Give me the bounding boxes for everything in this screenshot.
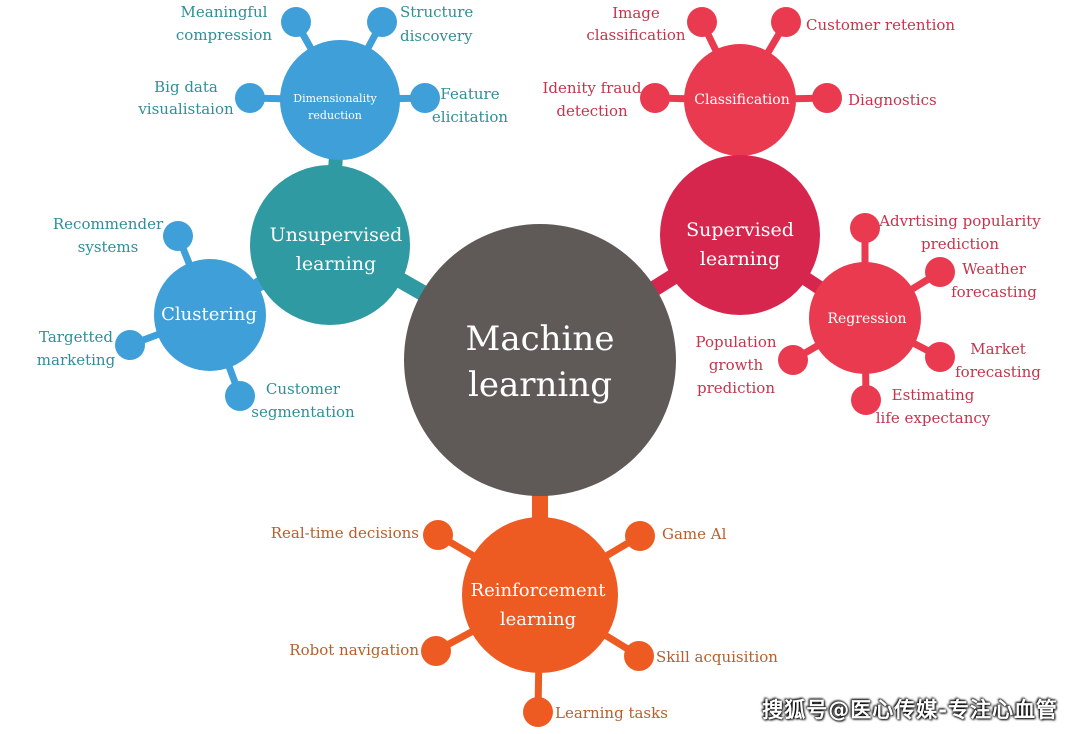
leaf-gameai: Game Al [662,525,727,543]
leaf-realtime: Real-time decisions [271,524,419,542]
leaf-dot-advertising [850,213,880,243]
supervised-label-line2: learning [700,248,780,270]
leaf-skill: Skill acquisition [656,648,778,666]
leaf-dot-customer-retention [771,7,801,37]
unsupervised-node [250,165,410,325]
leaf-dot-recommender [163,221,193,251]
dimensionality-node [280,40,400,160]
unsupervised-label-line2: learning [296,253,376,275]
center-node [404,224,676,496]
leaf-population-line3: prediction [697,379,775,397]
leaf-dot-structure-discovery [367,7,397,37]
leaf-life-line1: Estimating [892,386,975,404]
supervised-node [660,155,820,315]
dimensionality-leaf-labels: Meaningful compression Structure discove… [137,3,508,126]
leaf-recommender-line2: systems [78,238,139,256]
leaf-weather-line1: Weather [962,260,1027,278]
leaf-dot-weather [925,257,955,287]
leaf-recommender-line1: Recommender [53,215,164,233]
regression-label: Regression [827,311,906,327]
regression-leaf-labels: Advrtising popularity prediction Weather… [695,212,1041,427]
leaf-meaningful-line2: compression [176,26,273,44]
dimensionality-label-line1: Dimensionality [293,92,377,105]
clustering-label: Clustering [161,304,257,325]
leaf-feature-line1: Feature [440,85,499,103]
leaf-market-line2: forecasting [955,363,1041,381]
leaf-dot-realtime [423,520,453,550]
leaf-fraud-line1: Idenity fraud [542,79,641,97]
reinforcement-node [462,517,618,673]
leaf-robot: Robot navigation [289,641,419,659]
leaf-advertising-line1: Advrtising popularity [878,212,1041,230]
leaf-feature-line2: elicitation [432,108,508,126]
supervised-label-line1: Supervised [686,219,794,241]
center-label-line2: learning [468,365,612,405]
leaf-image-line2: classification [586,26,686,44]
clustering-node [154,259,266,371]
leaf-weather-line2: forecasting [951,283,1037,301]
leaf-dot-population [778,345,808,375]
leaf-dot-robot [421,636,451,666]
leaf-life-line2: life expectancy [876,409,991,427]
reinforcement-leaf-labels: Real-time decisions Game Al Robot naviga… [271,524,779,722]
leaf-dot-big-data [235,83,265,113]
leaf-dot-diagnostics [812,83,842,113]
leaf-dot-targetted [115,330,145,360]
leaf-tasks: Learning tasks [555,704,668,722]
dimensionality-label-line2: reduction [308,109,362,122]
leaf-fraud-line2: detection [556,102,628,120]
leaf-dot-tasks [523,697,553,727]
leaf-dot-customer-segmentation [225,381,255,411]
leaf-population-line1: Population [695,333,776,351]
leaf-structure-line2: discovery [400,27,473,45]
reinforcement-label-line1: Reinforcement [471,580,607,601]
regression-leaf-dots [778,213,955,415]
leaf-bigdata-line2: visualistaion [137,100,234,118]
reinforcement-label-line2: learning [500,609,576,630]
leaf-customer-line1: Customer [266,380,341,398]
leaf-population-line2: growth [709,356,764,374]
leaf-diagnostics: Diagnostics [848,91,937,109]
leaf-dot-skill [624,641,654,671]
clustering-leaf-dots [115,221,255,411]
classification-node [684,44,796,156]
dimensionality-leaf-dots [235,7,440,113]
reinforcement-leaf-dots [421,520,655,727]
center-label-line1: Machine [466,319,615,359]
unsupervised-label-line1: Unsupervised [270,224,403,246]
leaf-dot-meaningful-compression [281,7,311,37]
leaf-targetted-line1: Targetted [39,328,113,346]
leaf-dot-feature-elicitation [410,83,440,113]
regression-node [809,262,921,374]
leaf-market-line1: Market [970,340,1025,358]
leaf-bigdata-line1: Big data [154,78,218,96]
leaf-advertising-line2: prediction [921,235,999,253]
classification-leaf-labels: Image classification Customer retention … [542,4,955,120]
leaf-meaningful-line1: Meaningful [181,3,268,21]
classification-leaf-dots [640,7,842,113]
leaf-retention: Customer retention [806,16,955,34]
leaf-dot-life-expectancy [851,385,881,415]
leaf-dot-gameai [625,521,655,551]
leaf-structure-line1: Structure [400,3,473,21]
watermark-text: 搜狐号@医心传媒-专注心血管 [762,698,1058,722]
leaf-customer-line2: segmentation [251,403,355,421]
clustering-leaf-labels: Recommender systems Targetted marketing … [37,215,355,421]
leaf-image-line1: Image [612,4,660,22]
classification-label: Classification [694,92,789,108]
leaf-targetted-line2: marketing [37,351,116,369]
leaf-dot-fraud [640,83,670,113]
leaf-dot-market [925,342,955,372]
leaf-dot-image-classification [687,7,717,37]
